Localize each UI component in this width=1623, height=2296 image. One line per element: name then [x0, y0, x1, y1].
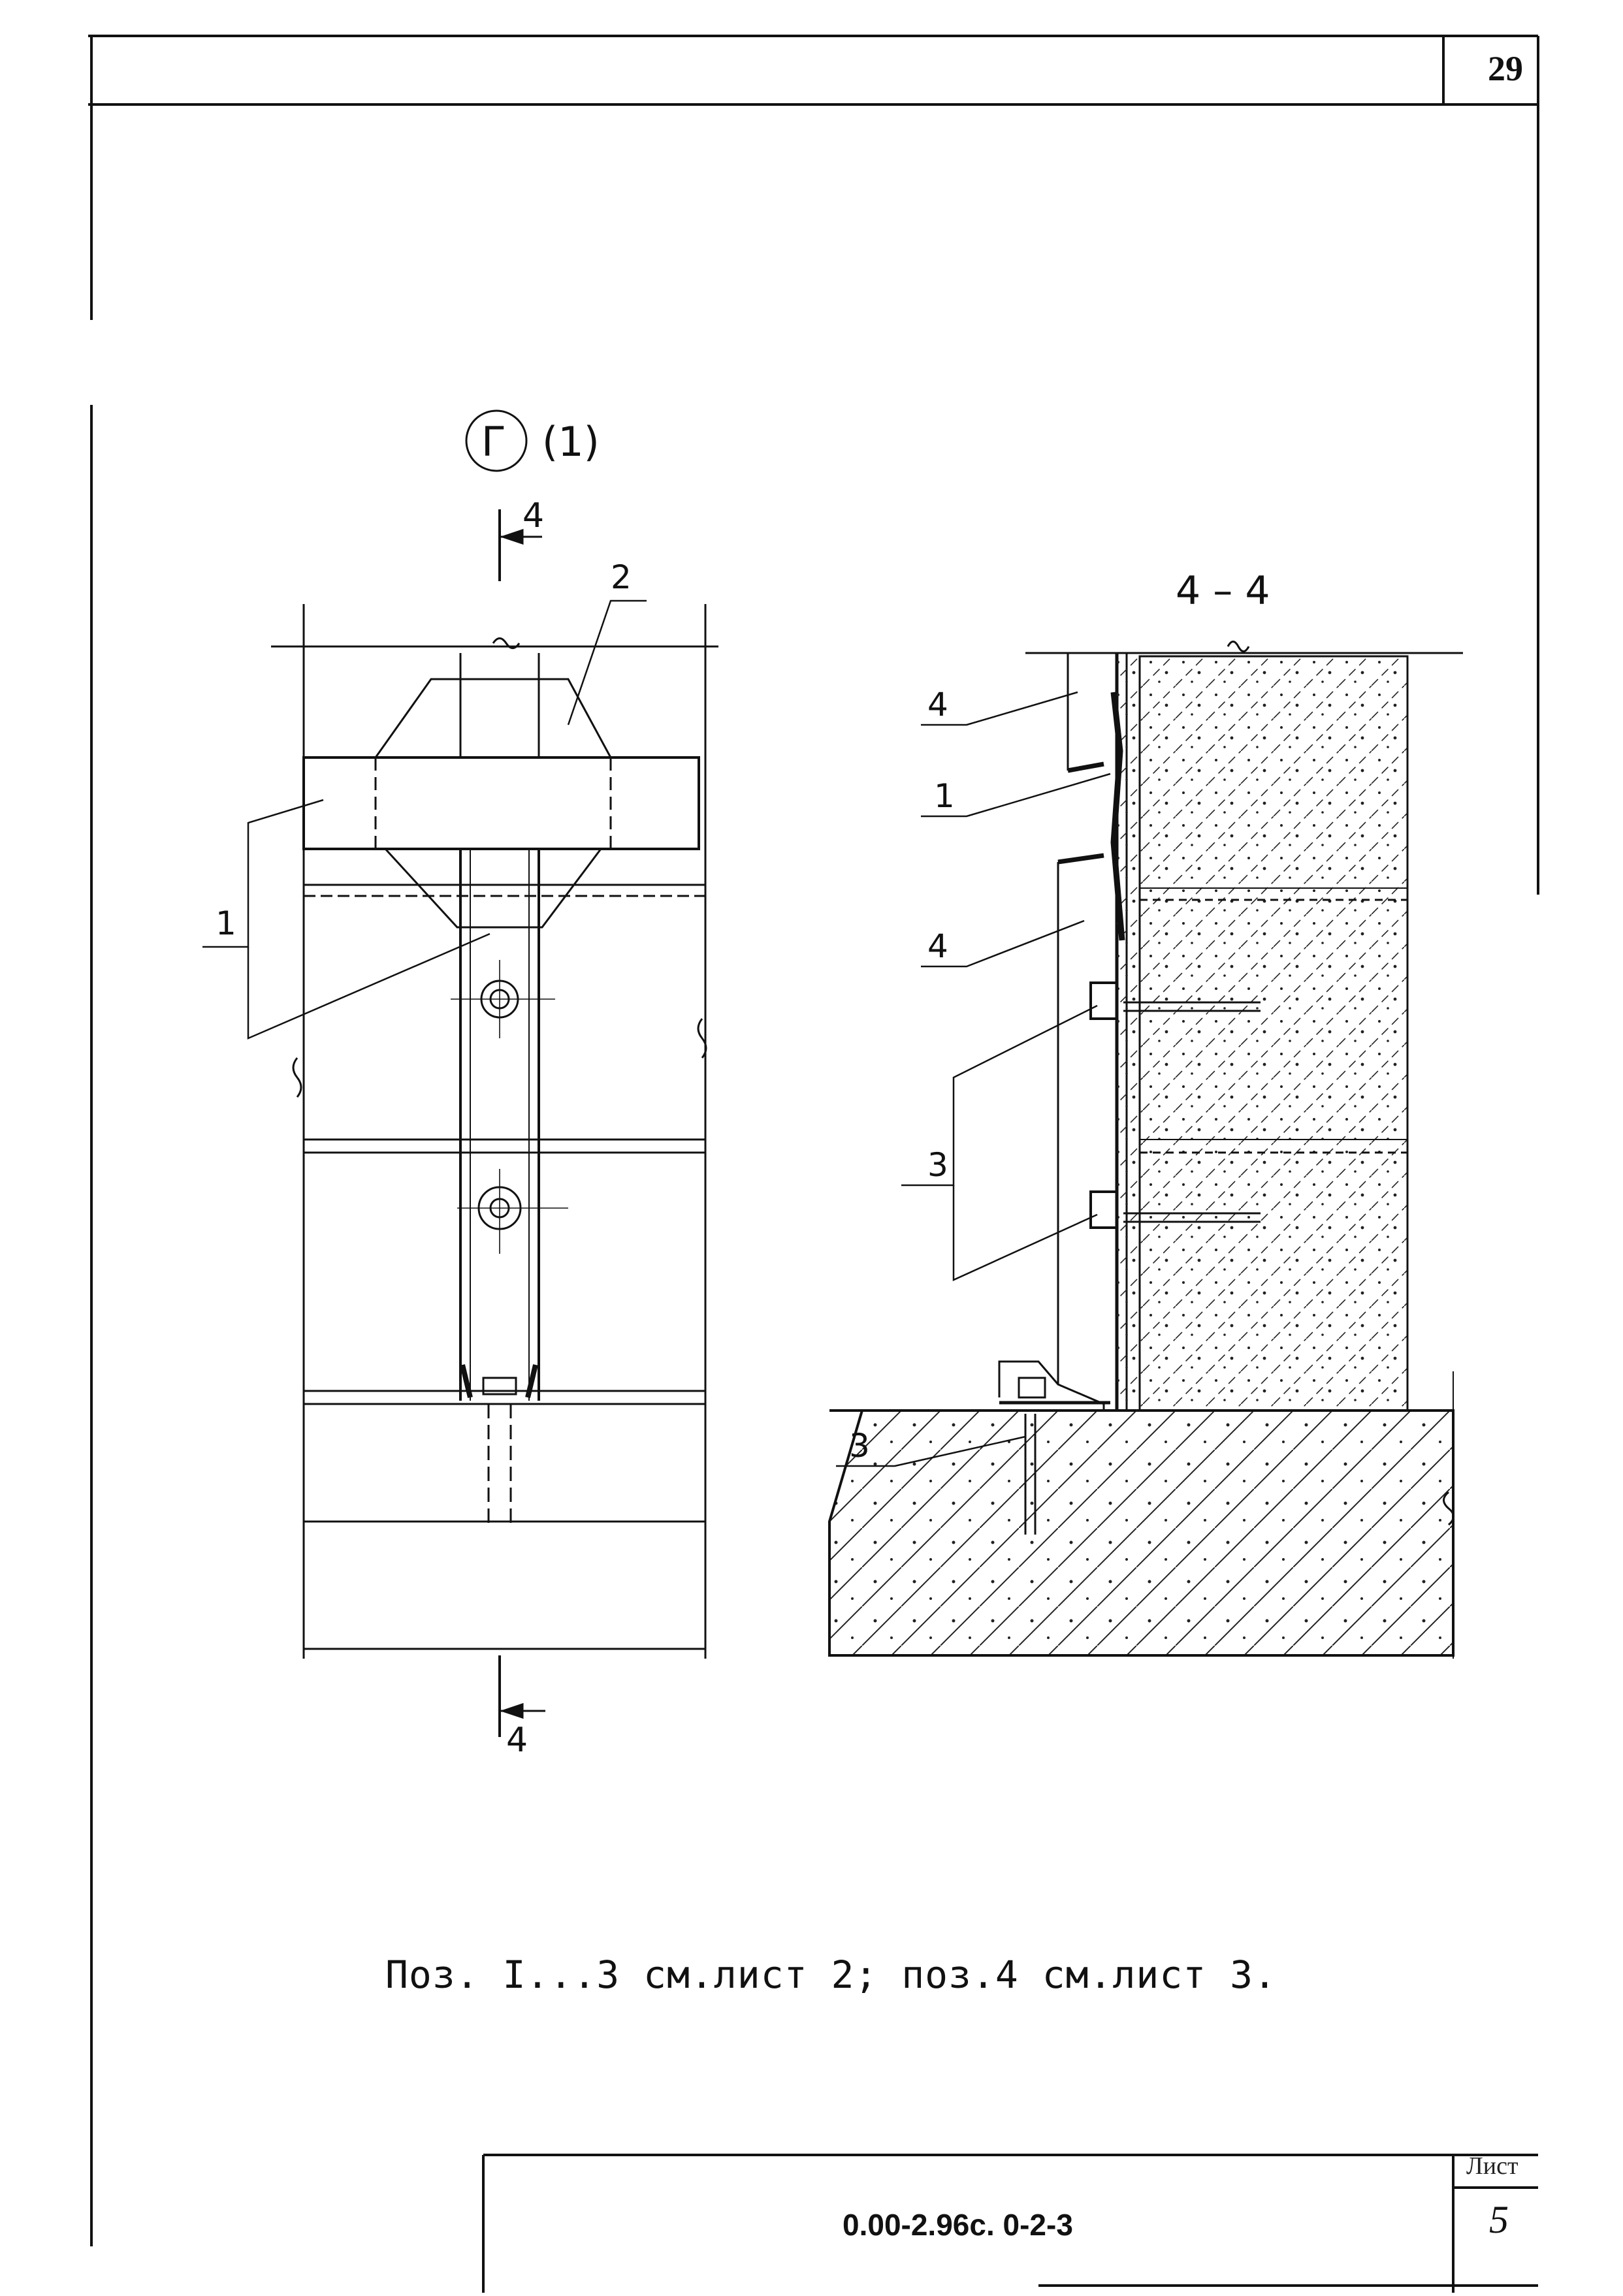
section-callout-4-mid: 4: [927, 927, 948, 965]
section-callout-1: 1: [934, 777, 955, 815]
cut-mark-bottom: 4: [506, 1721, 528, 1760]
section-callout-4-top: 4: [927, 686, 948, 724]
position-note: Поз. I...3 см.лист 2; поз.4 см.лист 3.: [385, 1953, 1277, 1997]
plan-callout-2: 2: [611, 558, 632, 596]
plan-callout-1: 1: [216, 904, 236, 942]
sheet-frame: [88, 35, 1539, 2246]
detail-circle-letter: Г: [481, 418, 506, 466]
detail-paren-ref: (1): [542, 418, 600, 466]
sheet-number: 5: [1489, 2198, 1509, 2241]
section-title: 4 – 4: [1176, 568, 1270, 614]
cut-mark-top: 4: [522, 496, 545, 535]
document-code: 0.00-2.96с. 0-2-3: [843, 2208, 1073, 2242]
section-callout-3-upper: 3: [927, 1146, 948, 1184]
plan-view: [202, 409, 718, 1737]
page-number: 29: [1488, 49, 1523, 88]
sheet-label: Лист: [1466, 2152, 1519, 2180]
section-view: [828, 641, 1463, 1659]
section-callout-3-lower: 3: [849, 1427, 870, 1465]
title-block: [482, 2154, 1538, 2293]
